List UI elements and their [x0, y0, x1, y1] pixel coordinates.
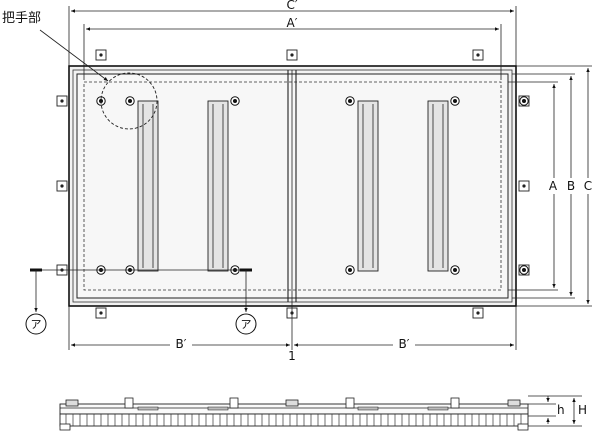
section-mark-right: ア — [235, 313, 257, 335]
svg-text:B′: B′ — [399, 337, 410, 351]
svg-text:ア: ア — [241, 318, 252, 331]
dimension-H: H — [528, 395, 587, 427]
handle-left-2 — [207, 100, 229, 272]
dimension-c: C — [516, 65, 595, 307]
handle-right-2 — [427, 100, 449, 272]
dimension-a: A — [508, 81, 560, 291]
clear-opening-outline — [83, 81, 502, 291]
dimension-c-prime: C′ — [68, 0, 517, 66]
handle-callout-leader — [39, 29, 109, 82]
center-joint — [287, 70, 297, 322]
dimension-b-prime-left: B′ — [68, 306, 290, 351]
svg-text:C′: C′ — [286, 0, 297, 12]
section-details — [59, 397, 529, 431]
svg-text:1: 1 — [288, 349, 296, 363]
handle-right-1 — [357, 100, 379, 272]
section-mark-left: ア — [25, 313, 47, 335]
svg-text:B: B — [567, 179, 575, 193]
section-cut-line — [30, 268, 252, 312]
center-mark: 1 — [288, 322, 296, 363]
svg-text:B′: B′ — [176, 337, 187, 351]
svg-text:H: H — [578, 403, 587, 417]
svg-text:A: A — [549, 179, 558, 193]
dimension-a-prime: A′ — [83, 16, 502, 80]
svg-text:A′: A′ — [287, 16, 298, 30]
dimension-b: B — [512, 73, 578, 299]
svg-text:h: h — [557, 403, 565, 417]
plan-view: 把手部 ア ア C′ A′ — [2, 0, 595, 363]
handle-label: 把手部 — [2, 11, 41, 26]
handle-detail-circle — [100, 72, 158, 130]
dimension-h: h — [528, 396, 565, 424]
svg-text:C: C — [584, 179, 592, 193]
handle-left-1 — [137, 100, 159, 272]
dimension-b-prime-right: B′ — [294, 306, 517, 351]
svg-text:ア: ア — [31, 318, 42, 331]
section-view: h H — [59, 395, 587, 431]
